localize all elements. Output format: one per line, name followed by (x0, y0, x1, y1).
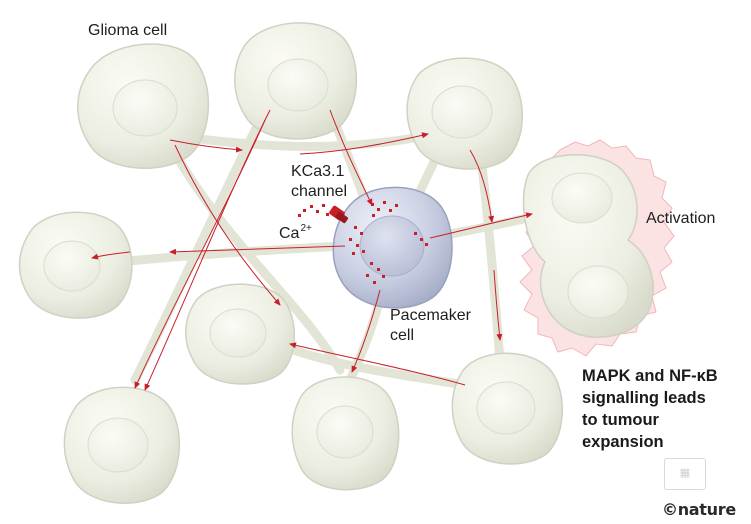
pacemaker-cell-label: Pacemaker cell (390, 306, 471, 346)
calcium-charge: 2+ (300, 223, 312, 234)
glioma-cell-6 (63, 386, 181, 504)
outcome-line4: expansion (582, 433, 664, 451)
calcium-label: Ca2+ (279, 219, 312, 244)
kca-channel-label: KCa3.1 channel (291, 162, 347, 202)
glioma-cell-1 (77, 43, 210, 169)
pacemaker-cell (332, 186, 453, 309)
glioma-cell-8 (451, 352, 563, 465)
glioma-cell-7 (291, 376, 400, 491)
calcium-symbol: Ca (279, 225, 300, 242)
glioma-cell-4 (18, 211, 133, 319)
outcome-line2: signalling leads (582, 389, 706, 407)
activated-cell (522, 154, 654, 339)
glioma-cell-2 (234, 22, 358, 140)
glioma-cell-5 (185, 283, 295, 385)
kca-channel-marker (329, 205, 349, 224)
activation-label: Activation (646, 210, 716, 227)
outcome-line1: MAPK and NF-κB (582, 367, 718, 385)
watermark-stamp: ▦ (664, 458, 706, 490)
outcome-label: MAPK and NF-κB signalling leads to tumou… (582, 365, 718, 453)
glioma-cell-label: Glioma cell (88, 22, 168, 39)
signal-arrows (91, 109, 533, 391)
kca-channel-label-line2: channel (291, 183, 348, 200)
calcium-particles (298, 201, 428, 284)
kca-channel-label-line1: KCa3.1 (291, 163, 345, 180)
pacemaker-label-line1: Pacemaker (390, 307, 471, 324)
outcome-line3: to tumour (582, 411, 659, 429)
pacemaker-label-line2: cell (390, 327, 415, 344)
glioma-cell-3 (406, 57, 523, 170)
credit-logo: ©nature (662, 500, 736, 519)
